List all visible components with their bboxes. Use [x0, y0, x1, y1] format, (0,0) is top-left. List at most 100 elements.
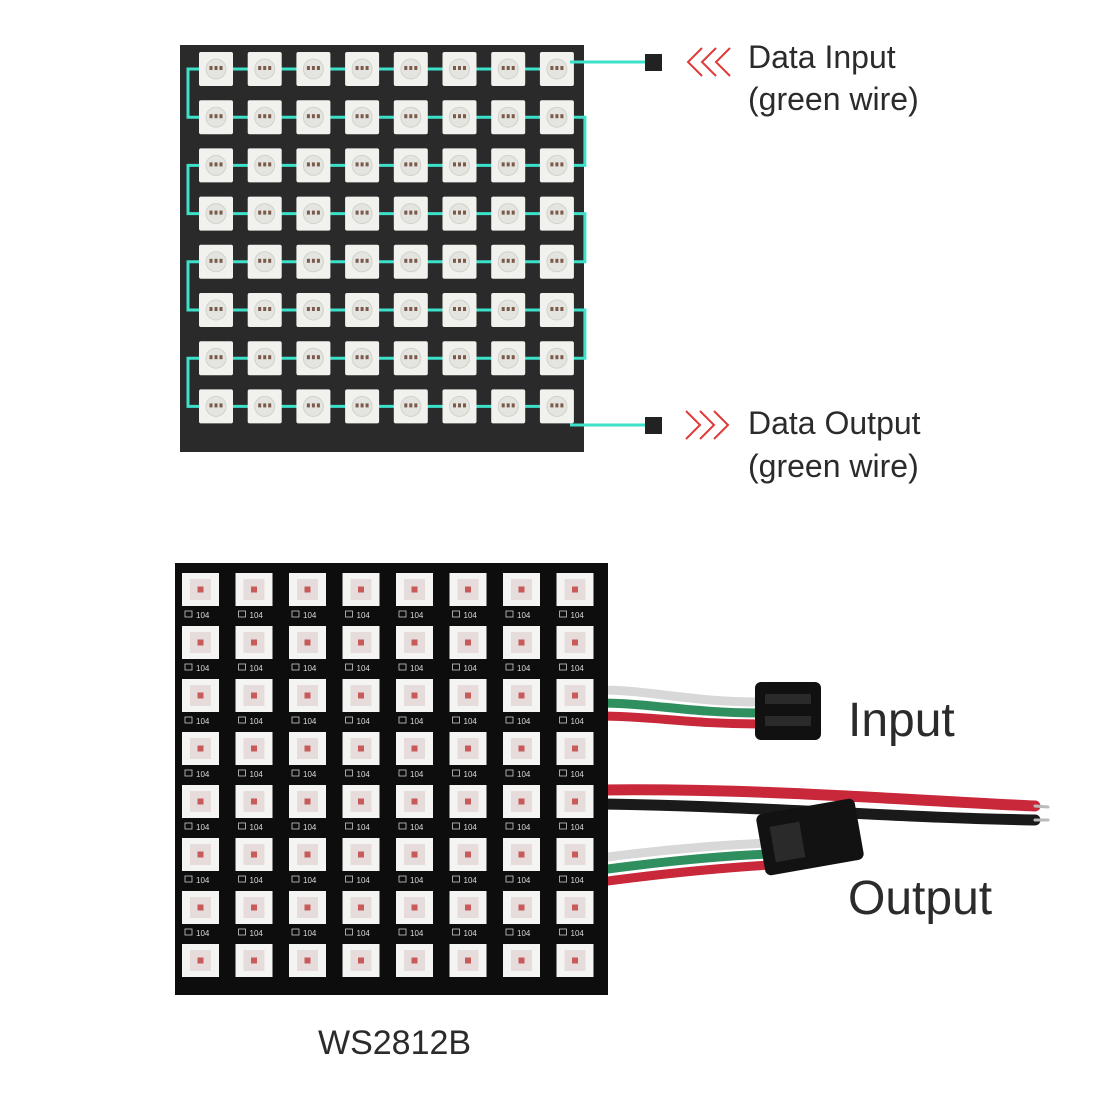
matrix-resistor: 104: [398, 663, 424, 673]
schematic-led: [345, 52, 380, 86]
schematic-led: [491, 341, 526, 376]
schematic-led: [393, 293, 428, 327]
svg-text:104: 104: [410, 823, 424, 832]
schematic-led: [345, 148, 380, 183]
led-matrix-resistors: 104 104 104 104 104 104 104 104 104 104 104 104 104 1…: [184, 610, 585, 938]
svg-text:104: 104: [357, 664, 371, 673]
svg-text:104: 104: [196, 876, 210, 885]
schematic-led: [393, 244, 428, 279]
matrix-led: [342, 732, 380, 765]
matrix-led: [503, 785, 540, 818]
matrix-led: [503, 732, 540, 765]
svg-text:104: 104: [571, 717, 585, 726]
svg-text:104: 104: [303, 717, 317, 726]
svg-text:104: 104: [303, 611, 317, 620]
schematic-led: [442, 293, 477, 327]
matrix-led: [342, 838, 380, 871]
schematic-led: [442, 389, 477, 424]
svg-text:104: 104: [517, 664, 531, 673]
matrix-led: [556, 573, 594, 606]
schematic-led: [296, 293, 331, 327]
matrix-led: [556, 679, 594, 712]
matrix-led: [182, 785, 219, 818]
matrix-led: [289, 838, 326, 871]
matrix-led: [342, 891, 380, 924]
matrix-led: [396, 573, 433, 606]
schematic-led: [539, 341, 574, 376]
matrix-resistor: 104: [398, 822, 424, 832]
svg-text:104: 104: [303, 876, 317, 885]
schematic-led: [247, 196, 282, 231]
schematic-led: [393, 196, 428, 231]
input-terminal: [645, 54, 662, 71]
svg-text:104: 104: [357, 611, 371, 620]
schematic-led: [199, 148, 233, 183]
matrix-led: [289, 785, 326, 818]
matrix-resistor: 104: [452, 663, 478, 673]
matrix-led: [396, 838, 433, 871]
matrix-resistor: 104: [505, 822, 531, 832]
svg-text:104: 104: [196, 770, 210, 779]
matrix-led: [503, 838, 540, 871]
matrix-led: [289, 679, 326, 712]
matrix-led: [396, 679, 433, 712]
matrix-led: [235, 891, 273, 924]
svg-text:104: 104: [517, 876, 531, 885]
matrix-resistor: 104: [345, 822, 370, 832]
matrix-resistor: 104: [452, 928, 477, 938]
svg-text:104: 104: [517, 770, 531, 779]
svg-text:104: 104: [571, 823, 585, 832]
schematic-led: [442, 341, 477, 376]
matrix-resistor: 104: [505, 875, 531, 885]
matrix-led: [342, 573, 380, 606]
matrix-resistor: 104: [559, 610, 585, 620]
matrix-resistor: 104: [184, 875, 210, 885]
schematic-led: [393, 52, 428, 86]
output-connector: [756, 798, 864, 876]
svg-text:104: 104: [410, 717, 424, 726]
matrix-resistor: 104: [505, 928, 531, 938]
matrix-led: [556, 785, 594, 818]
matrix-resistor: 104: [345, 928, 370, 938]
svg-text:104: 104: [196, 823, 210, 832]
schematic-led: [393, 389, 428, 424]
schematic-led: [539, 244, 574, 279]
matrix-led: [289, 626, 326, 659]
schematic-led: [491, 244, 526, 279]
matrix-led: [396, 891, 433, 924]
matrix-resistor: 104: [559, 928, 584, 938]
matrix-led: [342, 626, 380, 659]
matrix-led: [289, 891, 326, 924]
schematic-led: [442, 244, 477, 279]
schematic-led: [247, 389, 282, 424]
output-cable: [595, 838, 775, 887]
schematic-led: [199, 52, 233, 86]
matrix-led: [182, 891, 219, 924]
schematic-led: [247, 52, 282, 86]
svg-text:104: 104: [250, 770, 264, 779]
matrix-led: [503, 573, 540, 606]
schematic-led: [247, 148, 282, 183]
matrix-resistor: 104: [452, 716, 477, 726]
svg-text:104: 104: [303, 929, 317, 938]
schematic-led: [296, 196, 331, 231]
svg-text:104: 104: [250, 823, 264, 832]
matrix-led: [503, 891, 540, 924]
svg-text:104: 104: [571, 611, 585, 620]
schematic-panel: Data Input (green wire) Data Output (gre…: [180, 39, 921, 484]
svg-text:104: 104: [464, 664, 478, 673]
matrix-led: [182, 626, 219, 659]
schematic-led: [345, 196, 380, 231]
matrix-resistor: 104: [291, 928, 317, 938]
schematic-led: [442, 148, 477, 183]
svg-text:104: 104: [357, 876, 371, 885]
schematic-led: [491, 196, 526, 231]
schematic-led: [393, 341, 428, 376]
svg-text:104: 104: [410, 664, 424, 673]
matrix-led: [342, 944, 380, 977]
schematic-led: [491, 100, 526, 135]
matrix-resistor: 104: [291, 822, 317, 832]
matrix-led: [503, 679, 540, 712]
matrix-led: [289, 573, 326, 606]
schematic-led: [539, 389, 574, 424]
